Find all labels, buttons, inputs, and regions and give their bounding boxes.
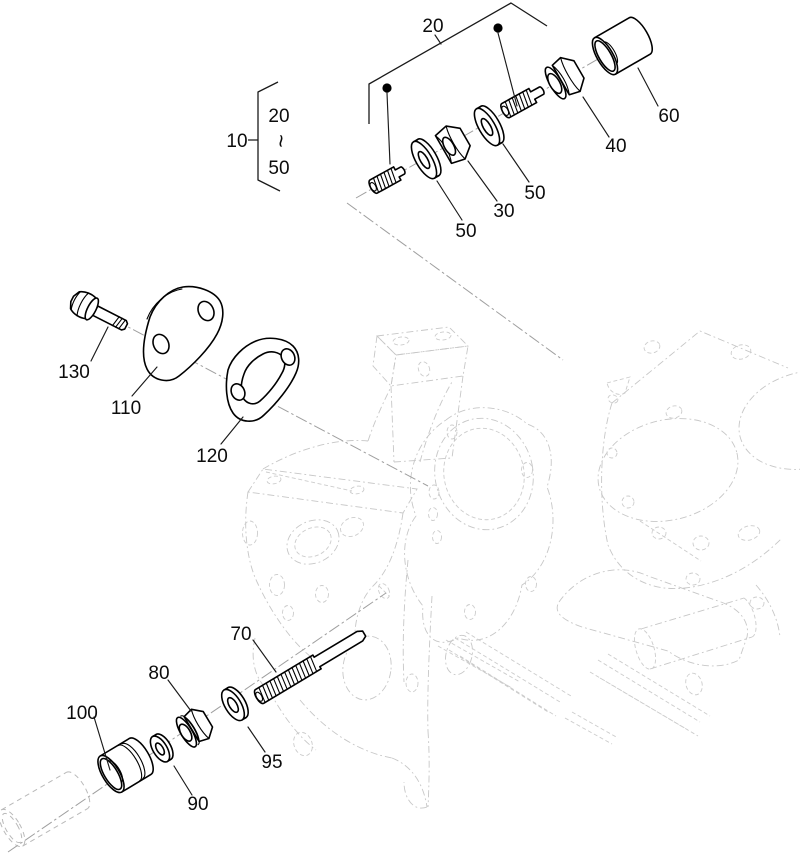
callout-labels: 10 20 ~ 50 20 50 30 50 40 60 130 110 120… [58,16,679,815]
leader-dot [382,83,392,93]
part-stud-70 [253,630,367,705]
callout-30-label: 30 [493,201,514,222]
callout-95-label: 95 [261,752,282,773]
part-washer-95 [220,686,249,722]
engine-block-phantom [242,326,800,809]
callout-range-to-label: 50 [268,158,289,179]
part-gasket-120 [225,337,300,422]
callout-leaders [90,2,659,796]
part-washer-rear-50 [473,105,505,147]
part-flange-nut-40 [544,56,585,100]
callout-range-from-label: 20 [268,106,289,127]
ghost-cylinder [0,771,91,848]
group-10-brace [248,81,281,192]
leader-dot [493,23,503,33]
callout-10-label: 10 [226,131,247,152]
callout-130-label: 130 [58,362,90,383]
part-stud-front [368,166,406,195]
part-washer-front-50 [410,138,442,180]
callout-120-label: 120 [196,446,228,467]
part-washer-90 [149,733,174,763]
callout-100-label: 100 [66,703,98,724]
callout-80-label: 80 [148,663,169,684]
part-cap-nut-60 [591,16,653,76]
part-flange-nut-80 [175,708,214,748]
part-nut-30 [434,125,471,165]
callout-90-label: 90 [187,794,208,815]
callout-50-front-label: 50 [455,221,476,242]
callout-110-label: 110 [111,398,141,419]
part-stud-rear [500,86,545,119]
callout-50-rear-label: 50 [524,183,545,204]
part-cap-nut-100 [97,737,154,794]
part-bolt-130 [69,290,129,331]
part-cover-plate-110 [142,285,224,382]
callout-40-label: 40 [605,136,626,157]
callout-range-tilde: ~ [268,134,294,147]
callout-70-label: 70 [230,624,251,645]
callout-20-label: 20 [422,16,443,37]
callout-60-label: 60 [658,106,679,127]
